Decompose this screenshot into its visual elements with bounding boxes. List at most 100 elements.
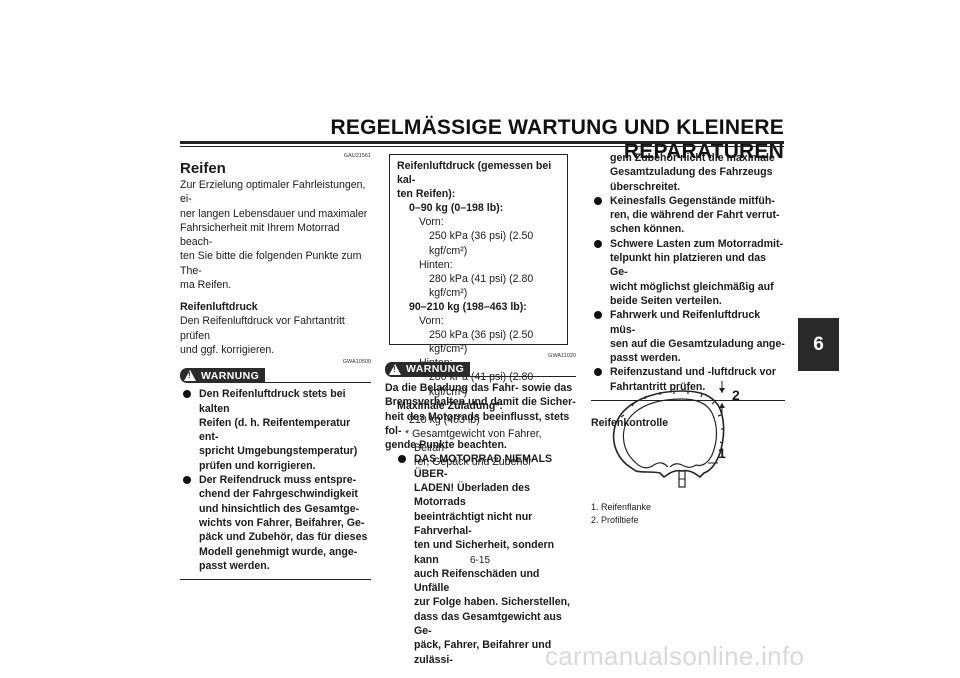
- warning-header: ! WARNUNG: [385, 362, 576, 377]
- tire-figure: 2 1: [590, 375, 784, 497]
- list-item: Den Reifenluftdruck stets bei kalten Rei…: [180, 387, 371, 473]
- warning-code: GWA10500: [342, 359, 371, 366]
- box-footnote: * Gesamtgewicht von Fahrer, Beifah-: [405, 427, 542, 454]
- bullet-icon: [183, 390, 191, 399]
- front-label: Vorn:: [419, 216, 444, 229]
- header-rule-thin: [180, 146, 784, 147]
- warning-rule: [470, 376, 576, 377]
- box-title: Reifenluftdruck (gemessen bei kal-: [397, 160, 552, 187]
- bullet-line: passt werden.: [199, 559, 270, 572]
- bullet-line: ten und Sicherheit, sondern kann: [414, 539, 555, 566]
- bullet-line: beeinträchtigt nicht nur Fahrverhal-: [414, 510, 533, 537]
- warning-end-rule: [180, 579, 371, 581]
- warning-triangle-icon: !: [389, 364, 401, 375]
- warning-triangle-icon: !: [184, 370, 196, 382]
- bullet-line: Modell genehmigt wurde, ange-: [199, 545, 358, 558]
- front-value: 250 kPa (36 psi) (2.50 kgf/cm²): [429, 329, 534, 356]
- max-load-value: 210 kg (463 lb): [409, 413, 480, 426]
- bullet-line: päck und Zubehör, das für dieses: [199, 531, 368, 544]
- bullet-icon: [594, 311, 602, 320]
- bullet-line: Fahrwerk und Reifenluftdruck müs-: [610, 309, 761, 336]
- bullet-line: spricht Umgebungstemperatur): [199, 445, 358, 458]
- warning-header: ! WARNUNG: [180, 368, 371, 384]
- bullet-icon: [594, 239, 602, 248]
- sub-text-line: und ggf. korrigieren.: [180, 343, 275, 356]
- warning-label: WARNUNG: [406, 363, 465, 376]
- box-footnote: rer, Gepäck und Zubehör: [414, 455, 532, 468]
- bullet-line: Reifenzustand und -luftdruck vor: [610, 366, 776, 379]
- bullet-line: LADEN! Überladen des Motorrads: [414, 482, 530, 509]
- bullet-line: Schwere Lasten zum Motorradmit-: [610, 237, 784, 250]
- section-code: GAU21561: [343, 153, 371, 159]
- pressure-spec-box: Reifenluftdruck (gemessen bei kal- ten R…: [389, 154, 568, 468]
- header-rule: [180, 141, 784, 144]
- bullet-icon: [594, 196, 602, 205]
- warning-rule: [265, 382, 371, 384]
- warning-text: Da die Beladung das Fahr- sowie das Brem…: [385, 381, 576, 452]
- front-value: 250 kPa (36 psi) (2.50 kgf/cm²): [429, 230, 534, 257]
- bullet-line: passt werden.: [610, 352, 681, 365]
- list-item: Schwere Lasten zum Motorradmit- telpunkt…: [591, 237, 785, 308]
- warning-label: WARNUNG: [201, 369, 260, 382]
- bullet-line: beide Seiten verteilen.: [610, 294, 722, 307]
- left-column: GAU21561 Reifen Zur Erzielung optimaler …: [180, 153, 371, 581]
- bullet-icon: [183, 476, 191, 485]
- list-item: Keinesfalls Gegenstände mitfüh- ren, die…: [591, 194, 785, 237]
- sub-text-line: Den Reifenluftdruck vor Fahrtantritt prü…: [180, 315, 345, 342]
- chapter-tab[interactable]: 6: [798, 318, 839, 371]
- intro-line: Fahrsicherheit mit Ihrem Motorrad beach-: [180, 221, 340, 249]
- legend-item: 1. Reifenflanke: [591, 502, 652, 512]
- bullet-line: zur Folge haben. Sicherstellen,: [414, 596, 570, 609]
- bullet-line: wicht möglichst gleichmäßig auf: [610, 280, 774, 293]
- callout-label-2: 2: [732, 387, 740, 403]
- bullet-line: Keinesfalls Gegenstände mitfüh-: [610, 194, 775, 207]
- list-item: DAS MOTORRAD NIEMALS ÜBER- LADEN! Überla…: [395, 452, 576, 666]
- tire-cross-section-diagram: [612, 381, 725, 488]
- list-item: Fahrwerk und Reifenluftdruck müs- sen au…: [591, 308, 785, 365]
- warning-text-line: gende Punkte beachten.: [385, 439, 507, 452]
- sub-heading: Reifenkontrolle: [591, 417, 669, 430]
- warning-end-rule: [591, 400, 785, 402]
- warning-bullets: DAS MOTORRAD NIEMALS ÜBER- LADEN! Überla…: [385, 452, 576, 666]
- intro-line: ten Sie bitte die folgenden Punkte zum T…: [180, 250, 362, 277]
- page-title: REGELMÄSSIGE WARTUNG UND KLEINERE REPARA…: [330, 116, 784, 163]
- warning-code: GWA11020: [548, 353, 576, 359]
- right-column: gem Zubehör nicht die maximale Gesamtzul…: [591, 151, 785, 430]
- warning-bullets: Den Reifenluftdruck stets bei kalten Rei…: [180, 387, 371, 573]
- list-item: Reifenzustand und -luftdruck vor Fahrtan…: [591, 365, 785, 394]
- figure-legend: 1. Reifenflanke 2. Profiltiefe: [591, 501, 651, 527]
- bullet-line: chend der Fahrgeschwindigkeit: [199, 488, 358, 501]
- rear-label: Hinten:: [419, 258, 453, 271]
- warning-text-line: heit des Motorrads beeinflusst, stets fo…: [385, 410, 570, 437]
- legend-item: 2. Profiltiefe: [591, 515, 639, 525]
- callout-label-1: 1: [718, 445, 726, 461]
- intro-line: ma Reifen.: [180, 279, 232, 292]
- bullet-line: Reifen (d. h. Reifentemperatur ent-: [199, 416, 351, 444]
- bullet-line: überschreitet.: [610, 180, 681, 193]
- page-number: 6-15: [469, 555, 490, 566]
- bullet-line: päck, Fahrer, Beifahrer und zulässi-: [414, 639, 552, 666]
- bullet-line: DAS MOTORRAD NIEMALS ÜBER-: [414, 453, 553, 480]
- warning-badge: ! WARNUNG: [385, 362, 471, 377]
- bullet-line: Der Reifendruck muss entspre-: [199, 474, 357, 487]
- continued-text: gem Zubehör nicht die maximale Gesamtzul…: [591, 151, 785, 194]
- list-item: Der Reifendruck muss entspre- chend der …: [180, 473, 371, 573]
- bullet-line: sen auf die Gesamtzuladung ange-: [610, 337, 785, 350]
- bullet-line: telpunkt hin platzieren und das Ge-: [610, 252, 766, 279]
- bullet-icon: [594, 368, 602, 377]
- box-title: ten Reifen):: [397, 188, 456, 201]
- bullet-line: prüfen und korrigieren.: [199, 459, 316, 472]
- bullet-line: gem Zubehör nicht die maximale: [610, 152, 775, 164]
- bullet-line: und hinsichtlich des Gesamtge-: [199, 502, 360, 515]
- warning-text-line: Da die Beladung das Fahr- sowie das: [385, 382, 573, 394]
- warning-text-line: Bremsverhalten und damit die Sicher-: [385, 396, 576, 409]
- front-label: Vorn:: [419, 315, 444, 328]
- bullet-line: wichts von Fahrer, Beifahrer, Ge-: [199, 516, 365, 529]
- section-heading: Reifen: [180, 160, 226, 177]
- bullet-line: Fahrtantritt prüfen.: [610, 380, 706, 393]
- bullet-line: Gesamtzuladung des Fahrzeugs: [610, 166, 773, 179]
- watermark: carmanualsonline.info: [545, 641, 805, 671]
- load-range: 0–90 kg (0–198 lb):: [409, 202, 504, 215]
- bullet-line: dass das Gesamtgewicht aus Ge-: [414, 610, 562, 638]
- intro-line: Zur Erzielung optimaler Fahrleistungen, …: [180, 179, 366, 206]
